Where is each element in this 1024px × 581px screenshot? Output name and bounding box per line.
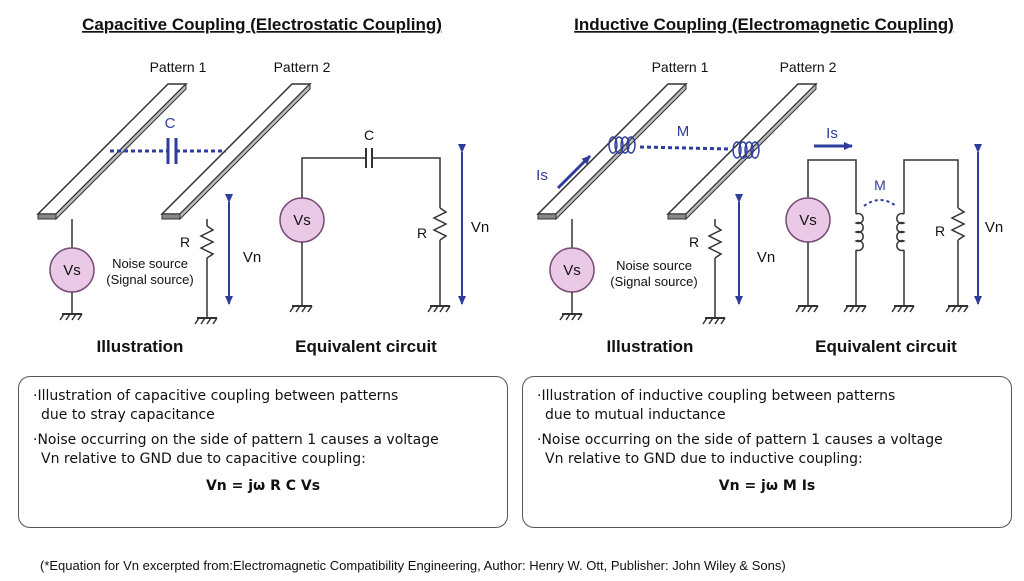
right-signal-source-label: (Signal source) [610,274,697,289]
right-bullet-1: ·Illustration of inductive coupling betw… [537,387,997,425]
right-ground-icon [559,313,583,321]
right-resistor [707,219,723,318]
left-eq-r-label: R [417,225,427,241]
left-bullet-2-line-2: Vn relative to GND due to capacitive cou… [41,451,366,467]
right-bullet-2: ·Noise occurring on the side of pattern … [537,431,997,469]
left-eq-vs-label: Vs [293,212,311,229]
right-noise-source-label: Noise source [616,258,692,273]
left-coupling-c-label: C [165,115,176,132]
left-bullet-2: ·Noise occurring on the side of pattern … [33,431,493,469]
left-eq-ground-icon-2 [427,305,451,313]
left-ground-icon-2 [194,317,218,325]
left-vn-label: Vn [243,249,261,266]
right-bullet-2-line-2: Vn relative to GND due to inductive coup… [545,451,863,467]
left-explanation-box: ·Illustration of capacitive coupling bet… [18,376,508,528]
right-bullet-1-line-2: due to mutual inductance [545,407,726,423]
right-eq-is-label: Is [826,125,838,142]
right-caption-illustration: Illustration [607,337,694,356]
left-panel-title: Capacitive Coupling (Electrostatic Coupl… [82,15,442,34]
left-r-label: R [180,234,190,250]
left-caption-equivalent: Equivalent circuit [295,337,437,356]
right-equivalent-circuit [785,159,966,306]
right-is-label: Is [536,167,548,184]
right-explanation-box: ·Illustration of inductive coupling betw… [522,376,1012,528]
right-vs-label: Vs [563,262,581,279]
right-mutual-inductance [608,136,760,159]
left-bullet-1-line-1: ·Illustration of capacitive coupling bet… [33,388,399,404]
right-eq-ground-icon [795,305,819,313]
left-eq-vn-label: Vn [471,219,489,236]
left-eq-c-label: C [364,127,374,143]
right-eq-ground-icon-3 [891,305,915,313]
left-vs-label: Vs [63,262,81,279]
left-equation: Vn = jω R C Vs [205,478,321,494]
right-r-label: R [689,234,699,250]
right-eq-ground-icon-4 [945,305,969,313]
left-caption-illustration: Illustration [97,337,184,356]
left-bullet-1-line-2: due to stray capacitance [41,407,215,423]
left-pattern1-label: Pattern 1 [150,59,207,75]
right-equation: Vn = jω M Is [718,478,816,494]
left-ground-icon [59,313,83,321]
left-pattern2-trace [160,82,312,221]
right-caption-equivalent: Equivalent circuit [815,337,957,356]
right-eq-r-label: R [935,223,945,239]
left-noise-source-label: Noise source [112,256,188,271]
right-pattern1-label: Pattern 1 [652,59,709,75]
right-is-arrow [556,154,592,190]
left-resistor [199,219,215,318]
left-equivalent-circuit [279,148,448,306]
right-ground-icon-2 [702,317,726,325]
left-eq-ground-icon [289,305,313,313]
right-panel-title: Inductive Coupling (Electromagnetic Coup… [574,15,954,34]
right-eq-m-label: M [874,177,886,193]
right-eq-mutual-link [863,199,897,207]
right-pattern2-label: Pattern 2 [780,59,837,75]
left-signal-source-label: (Signal source) [106,272,193,287]
left-bullet-2-line-1: ·Noise occurring on the side of pattern … [33,432,439,448]
right-bullet-2-line-1: ·Noise occurring on the side of pattern … [537,432,943,448]
right-eq-ground-icon-2 [843,305,867,313]
footnote-citation: (*Equation for Vn excerpted from:Electro… [40,558,786,573]
right-pattern2-trace [666,82,818,221]
left-bullet-1: ·Illustration of capacitive coupling bet… [33,387,493,425]
left-stray-capacitance [110,138,226,164]
right-vn-label: Vn [757,249,775,266]
right-bullet-1-line-1: ·Illustration of inductive coupling betw… [537,388,896,404]
left-pattern2-label: Pattern 2 [274,59,331,75]
right-coupling-m-label: M [677,123,690,140]
right-pattern1-trace [536,82,688,221]
right-eq-vs-label: Vs [799,212,817,229]
right-eq-vn-label: Vn [985,219,1003,236]
